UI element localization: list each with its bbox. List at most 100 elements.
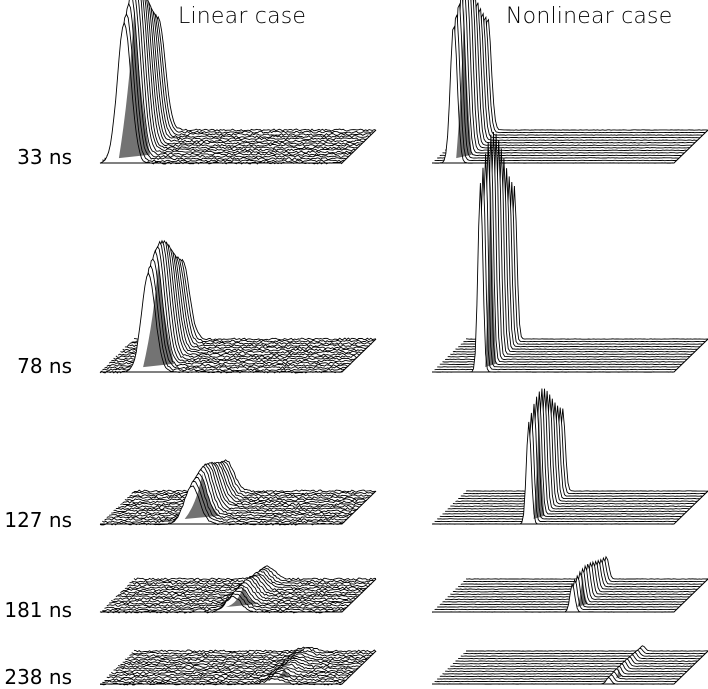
peak-shading [577,572,588,607]
surface-trace [102,675,345,684]
plane-edge [432,338,708,373]
surface-trace [120,657,363,666]
surface-trace [111,666,354,675]
surface-trace [122,462,365,504]
surface-fill [450,658,693,669]
surface-fill [445,663,688,674]
surface-fill [455,654,698,664]
surface-trace [442,567,685,603]
time-label-row-4: 181 ns [4,598,72,622]
surface-linear-row-5 [99,646,377,686]
peak-shading [267,668,302,680]
surface-fill [463,17,706,135]
surface-trace [120,461,363,506]
surface-fill [432,26,674,165]
surface-trace [442,665,685,675]
plane-edge [432,650,708,685]
surface-trace [452,394,695,505]
peak-shading [613,667,625,680]
peak-shading [456,6,472,159]
surface-trace [437,671,680,680]
surface-trace [437,403,680,520]
surface-linear-row-2 [99,239,377,374]
surface-nonlinear-row-4 [431,555,708,614]
surface-trace [437,574,680,608]
surface-fill [109,667,352,678]
time-label-row-5: 238 ns [4,665,72,689]
surface-trace [460,649,703,657]
surface-trace [465,18,708,131]
surface-trace [442,391,685,515]
plane-edge [100,129,377,164]
surface-nonlinear-row-1 [432,0,708,165]
plane-edge [100,650,377,685]
surface-trace [450,658,693,667]
surface-trace [109,667,352,677]
surface-linear-row-1 [99,0,377,165]
surface-trace [465,645,708,652]
surface-trace [122,655,365,664]
surface-trace [445,388,688,512]
surface-trace [124,1,368,141]
surface-trace [445,564,688,600]
surface-trace [434,412,677,523]
plane-edge [100,338,377,373]
column-title-nonlinear: Nonlinear case [506,4,673,29]
surface-trace [439,0,682,157]
surface-fill [437,153,680,369]
surface-trace [445,662,688,672]
surface-trace [124,461,368,502]
surface-trace [458,402,701,500]
surface-trace [113,463,356,513]
surface-trace [133,646,377,653]
plane-edge [100,490,377,525]
surface-trace [439,668,682,678]
surface-trace [458,651,701,660]
surface-trace [106,669,350,680]
surface-trace [439,570,682,606]
surface-trace [117,659,361,668]
surface-fill [447,661,690,671]
surface-trace [458,7,701,139]
surface-trace [104,477,347,522]
surface-nonlinear-row-3 [431,388,708,526]
surface-trace [104,672,347,682]
surface-trace [117,0,361,147]
surface-trace [434,578,677,611]
surface-trace [437,153,680,368]
peak-shading [533,406,545,519]
surface-trace [447,660,690,670]
peak-shading [485,162,496,368]
plane-edge [432,490,708,525]
surface-trace [434,14,677,162]
surface-trace [115,661,359,671]
surface-nonlinear-row-5 [431,645,708,686]
surface-fill [439,668,682,679]
surface-trace [455,398,698,502]
peak-shading [143,258,175,368]
surface-trace [127,651,370,660]
surface-trace [109,468,352,517]
surface-fill [458,402,701,501]
surface-fill [432,183,674,374]
surface-fill [460,13,703,138]
surface-trace [455,654,698,662]
surface-trace [465,408,708,492]
surface-trace [129,461,372,497]
surface-trace [106,472,349,519]
surface-trace [445,0,688,151]
surface-fill [463,407,706,496]
surface-fill [466,645,708,653]
peak-shading [118,6,150,159]
surface-trace [131,460,374,495]
surface-trace [111,465,354,515]
surface-fill [134,459,376,493]
surface-trace [129,649,372,657]
surface-trace [115,463,358,511]
plane-edge [432,578,708,613]
surface-trace [122,0,365,143]
surface-trace [127,462,370,500]
surface-trace [120,0,363,145]
peak-shading [225,585,261,607]
surface-trace [133,15,377,132]
